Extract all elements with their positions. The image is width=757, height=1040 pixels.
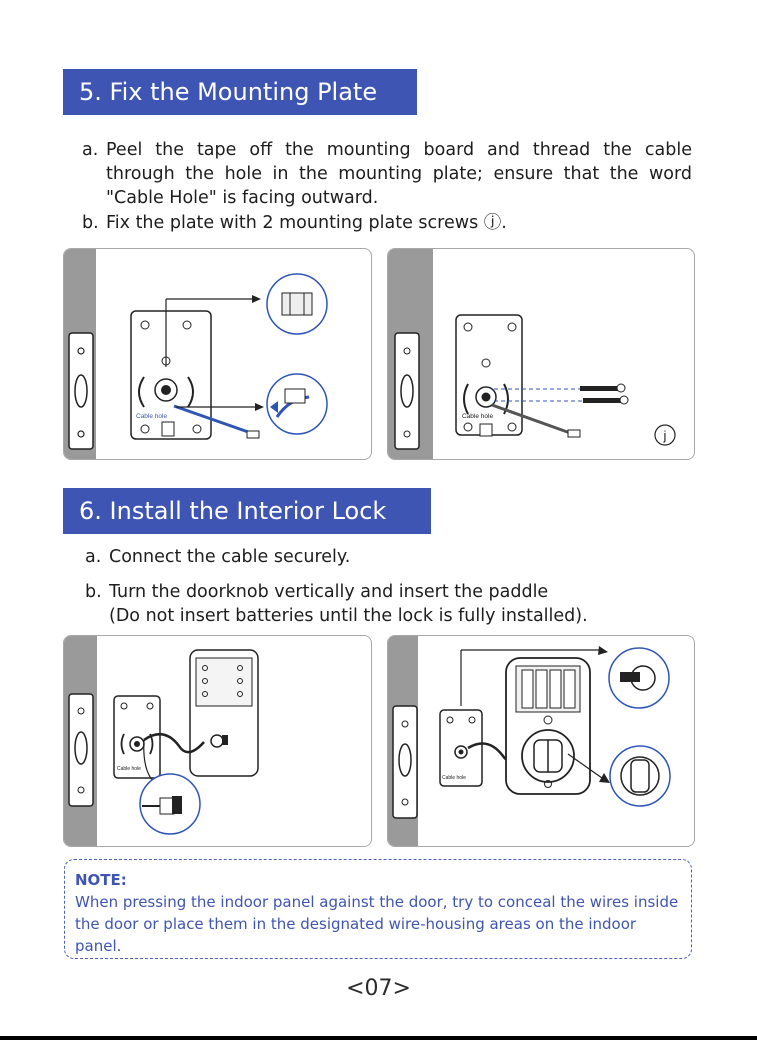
section-6-title: 6. Install the Interior Lock — [63, 488, 431, 534]
latch-faceplate — [68, 332, 94, 450]
cable-hole-label: Cable hole — [462, 413, 493, 420]
section-5-step-b: b. Fix the plate with 2 mounting plate s… — [82, 211, 692, 235]
detail-cable-circle — [266, 373, 328, 435]
figure-insert-paddle: Cable hole — [387, 635, 695, 847]
step-letter: a. — [82, 140, 99, 160]
step-text-line1: Turn the doorknob vertically and insert … — [109, 582, 549, 602]
figure-thread-cable: Cable hole — [63, 248, 372, 460]
screw — [580, 386, 618, 391]
section-5-step-a: a. Peel the tape off the mounting board … — [82, 138, 692, 210]
page-number: <07> — [346, 976, 411, 1001]
note-label: NOTE: — [75, 871, 127, 889]
note-text: When pressing the indoor panel against t… — [75, 893, 679, 955]
note-box: NOTE: When pressing the indoor panel aga… — [64, 859, 692, 959]
step-text: Connect the cable securely. — [109, 547, 351, 567]
latch-bolt — [74, 374, 88, 408]
screw-marker-circle — [654, 424, 676, 446]
section-6-step-b: b. Turn the doorknob vertically and inse… — [85, 580, 685, 628]
mounting-plate — [439, 709, 483, 787]
cable-hole-label: Cable hole — [136, 413, 167, 420]
cable — [143, 733, 205, 754]
cable — [173, 404, 255, 436]
cable — [491, 403, 574, 436]
step-text-line2: (Do not insert batteries until the lock … — [109, 606, 588, 626]
figure-connect-cable: Cable hole — [63, 635, 372, 847]
cable-hole-label: Cable hole — [442, 775, 466, 781]
step-text: Peel the tape off the mounting board and… — [106, 140, 692, 208]
screw-marker-label: j — [663, 428, 667, 443]
latch-faceplate — [394, 332, 420, 450]
step-letter: b. — [85, 582, 102, 602]
step-letter: b. — [82, 213, 99, 233]
section-5-title: 5. Fix the Mounting Plate — [63, 69, 417, 115]
step-end: . — [501, 213, 507, 233]
section-6-step-a: a. Connect the cable securely. — [85, 545, 685, 569]
screw — [583, 398, 621, 403]
bottom-rule — [0, 1036, 757, 1040]
screw-marker: ⓙ — [483, 213, 502, 233]
figure-fix-plate-screws: Cable hole j — [387, 248, 695, 460]
cable-hole-label: Cable hole — [117, 766, 141, 772]
step-letter: a. — [85, 547, 102, 567]
step-text: Fix the plate with 2 mounting plate scre… — [106, 213, 479, 233]
